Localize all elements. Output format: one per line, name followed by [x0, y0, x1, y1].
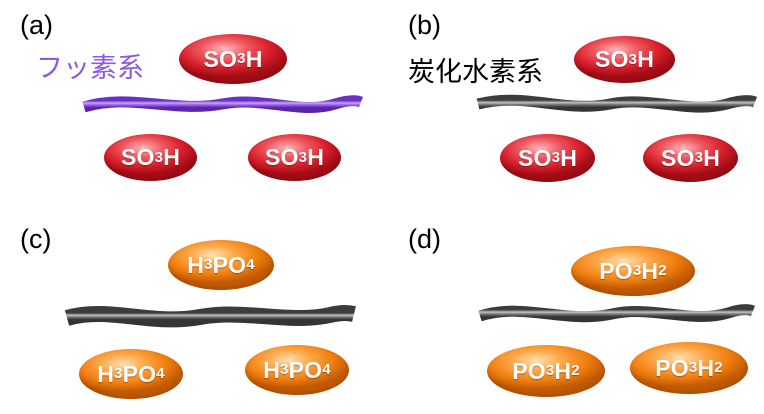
group-label: SO — [595, 46, 629, 72]
group-label-pre: H — [97, 360, 115, 387]
group-label: SO — [121, 144, 155, 170]
group-label-tail: H — [163, 144, 180, 170]
group-label: SO — [518, 144, 552, 171]
group-label-pre: H — [187, 251, 205, 278]
caption-hydrocarbon: 炭化水素系 — [408, 57, 543, 87]
caption-fluoro: フッ素系 — [36, 53, 144, 83]
group-label-tail: H — [554, 357, 572, 384]
panel-label-a: (a) — [20, 10, 53, 40]
group-label-tail: H — [560, 144, 577, 171]
group-label: PO — [655, 354, 689, 381]
group-label-tail: H — [245, 45, 263, 72]
hydrocarbon-polymer-d — [478, 286, 756, 350]
group-label-pre: H — [263, 356, 281, 383]
group-label: SO — [661, 144, 695, 171]
backbone-chain-d — [478, 304, 756, 323]
hydrocarbon-polymer-c — [64, 305, 356, 328]
group-label: PO — [599, 257, 633, 284]
group-label-tail: H — [637, 46, 654, 72]
group-label: PO — [212, 251, 247, 278]
panel-label-b: (b) — [408, 10, 441, 40]
group-label: PO — [122, 360, 157, 387]
group-label-tail: H — [641, 257, 659, 284]
group-label: SO — [203, 45, 238, 72]
group-label-tail: H — [307, 144, 324, 170]
backbone-chain-a — [82, 95, 364, 113]
fluoro-polymer-a — [82, 75, 364, 138]
panel-label-d: (d) — [408, 224, 441, 254]
group-label: PO — [288, 356, 323, 383]
group-label: PO — [512, 357, 546, 384]
group-label: SO — [265, 144, 299, 170]
backbone-chain-b — [476, 94, 758, 113]
panel-label-c: (c) — [20, 224, 52, 254]
backbone-chain-c — [64, 305, 356, 328]
group-label-tail: H — [697, 354, 715, 381]
hydrocarbon-polymer-b — [476, 80, 758, 138]
group-label-tail: H — [703, 144, 720, 171]
